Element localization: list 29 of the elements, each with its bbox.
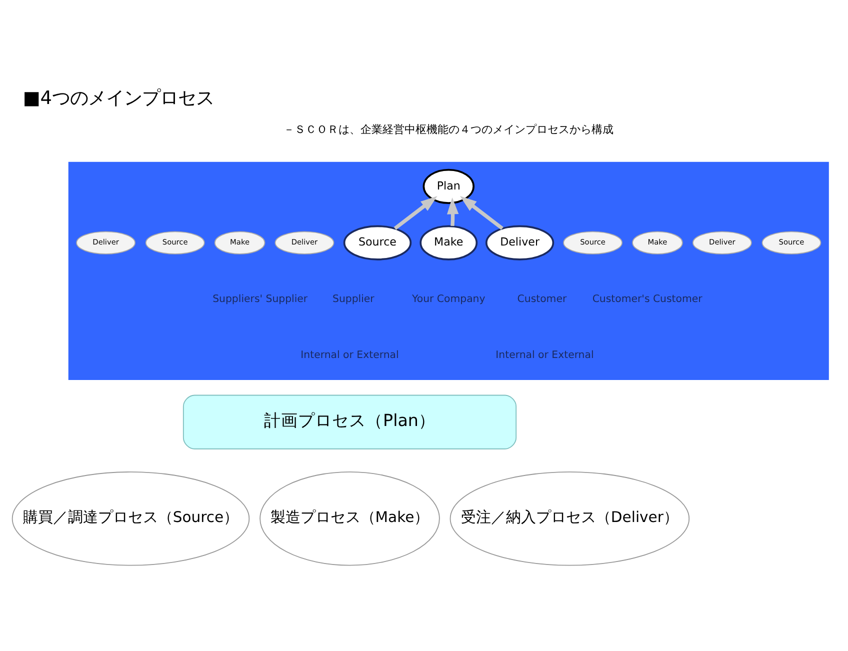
node-ellipse: Source (343, 225, 412, 260)
label: Suppliers' Supplier (212, 294, 308, 305)
node-ellipse: Plan (422, 168, 474, 204)
label: Internal or External (496, 350, 594, 362)
node-ellipse: Make (420, 225, 478, 260)
node-ellipse: Make (214, 231, 266, 254)
node-ellipse: Deliver (274, 231, 334, 254)
node-ellipse: Deliver (485, 225, 554, 260)
node-box: 計画プロセス（Plan） (182, 394, 517, 450)
node-ellipse: Deliver (76, 231, 136, 254)
diagram-title: ■4つのメインプロセス (22, 88, 214, 110)
node-ellipse: 製造プロセス（Make） (260, 472, 440, 566)
node-ellipse: 受注／納入プロセス（Deliver） (450, 472, 690, 566)
label: Internal or External (300, 350, 399, 362)
label: Supplier (332, 294, 374, 305)
node-ellipse: Source (145, 231, 205, 254)
label: Your Company (412, 294, 486, 305)
node-ellipse: Make (632, 231, 683, 254)
node-ellipse: Source (762, 231, 822, 254)
label: Customer's Customer (592, 294, 702, 305)
arrow (447, 198, 459, 226)
arrow (460, 196, 504, 230)
node-ellipse: 購買／調達プロセス（Source） (12, 472, 250, 566)
arrow (394, 196, 438, 230)
cluster (68, 162, 829, 380)
label: Customer (517, 294, 567, 305)
node-ellipse: Source (563, 231, 622, 254)
node-ellipse: Deliver (692, 231, 752, 254)
label: －ＳＣＯＲは、企業経営中枢機能の４つのメインプロセスから構成 (284, 122, 614, 136)
